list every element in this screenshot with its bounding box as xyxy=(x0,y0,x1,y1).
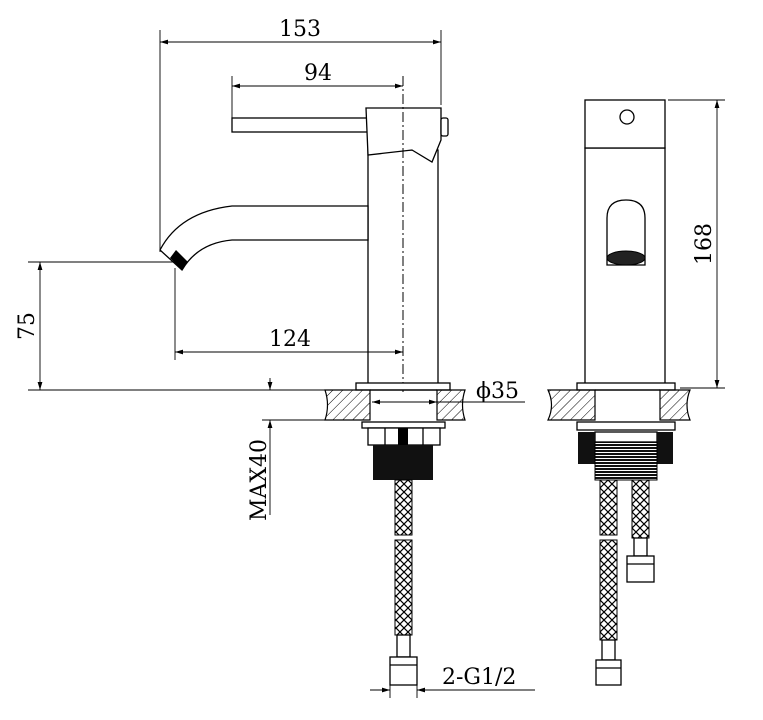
counter-section xyxy=(324,389,371,421)
dim-label-168: 168 xyxy=(692,223,717,265)
dim-label-153: 153 xyxy=(279,17,321,42)
dim-label-connection: 2-G1/2 xyxy=(442,665,516,690)
side-view: 153 94 75 124 ϕ35 xyxy=(15,17,535,698)
dim-label-124: 124 xyxy=(269,327,311,352)
dim-label-75: 75 xyxy=(15,312,40,340)
braided-hose xyxy=(394,479,413,536)
front-view: 168 xyxy=(547,99,725,686)
faucet-lever xyxy=(231,117,369,133)
washer xyxy=(361,421,446,429)
dim-label-94: 94 xyxy=(304,61,332,86)
dim-label-diameter: ϕ35 xyxy=(476,379,519,404)
front-threaded-shank xyxy=(594,441,658,481)
spout-opening xyxy=(606,199,646,266)
front-body xyxy=(584,147,666,386)
faucet-spout xyxy=(159,205,369,272)
front-hose-2 xyxy=(631,479,650,539)
hose-connector-nut xyxy=(389,656,418,686)
threaded-shank xyxy=(373,445,433,480)
dim-label-max40: MAX40 xyxy=(247,439,272,521)
front-hose-1 xyxy=(599,479,618,536)
